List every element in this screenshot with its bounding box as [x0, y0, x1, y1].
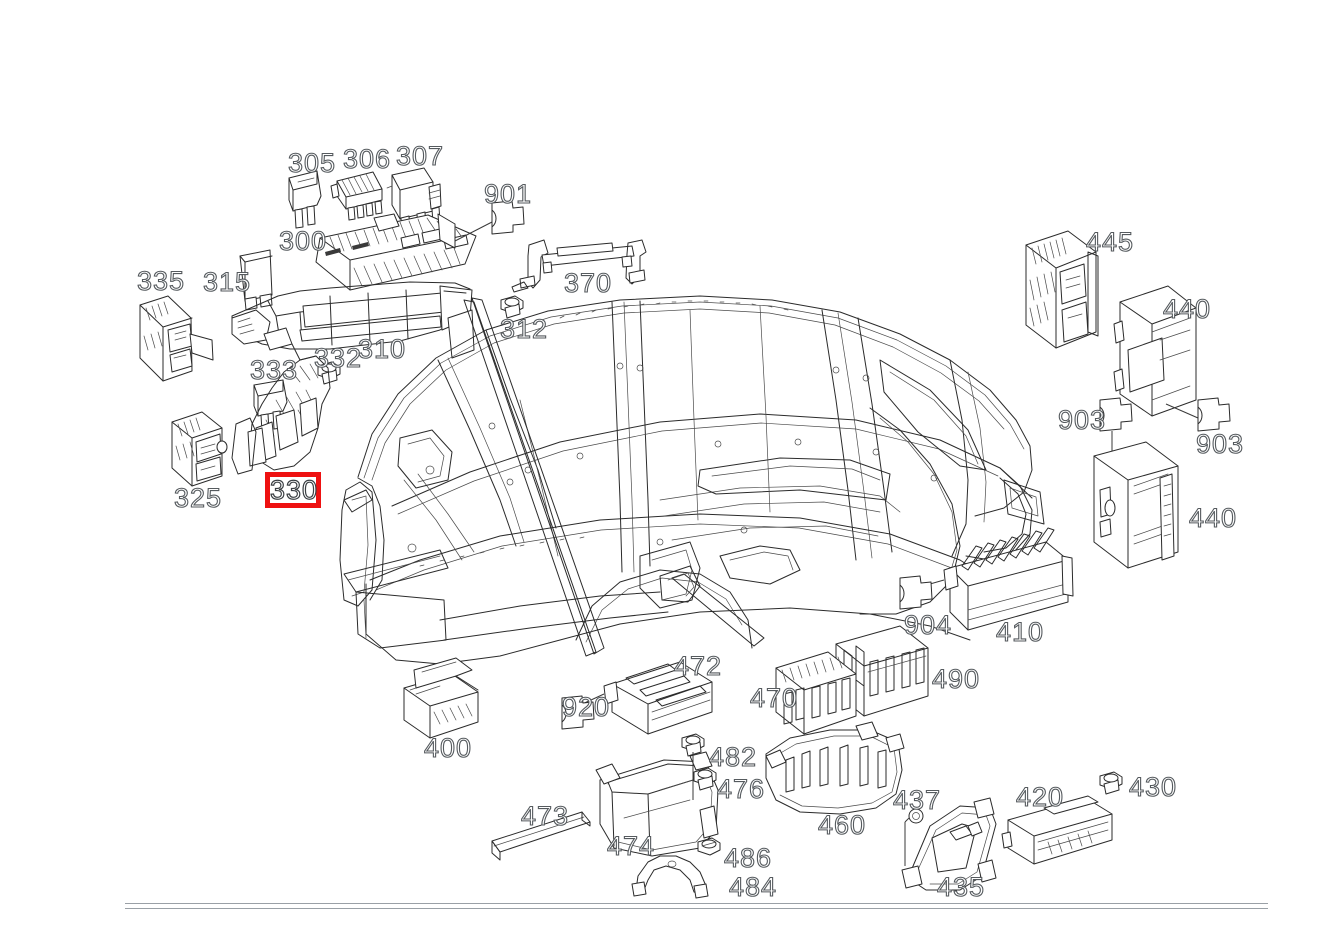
part-306-connector	[331, 172, 382, 220]
callout-410[interactable]: 410	[995, 617, 1045, 647]
callout-490[interactable]: 490	[931, 664, 981, 694]
part-473-rail	[492, 812, 590, 860]
part-430-nut	[1100, 772, 1122, 794]
callout-325[interactable]: 325	[173, 483, 223, 513]
callout-370[interactable]: 370	[563, 268, 613, 298]
callout-306[interactable]: 306	[342, 144, 392, 174]
part-400-module	[404, 658, 478, 738]
part-484-bracket	[632, 856, 708, 898]
callout-445[interactable]: 445	[1085, 227, 1135, 257]
callout-420[interactable]: 420	[1015, 782, 1065, 812]
highlight-box-330	[265, 472, 321, 508]
callout-312[interactable]: 312	[499, 314, 549, 344]
part-330-assembly	[232, 356, 330, 474]
callout-305[interactable]: 305	[287, 148, 337, 178]
callout-901[interactable]: 901	[483, 179, 533, 209]
callout-476[interactable]: 476	[716, 774, 766, 804]
part-332-nut	[318, 362, 340, 384]
callout-472[interactable]: 472	[673, 651, 723, 681]
part-312-nut	[501, 296, 523, 318]
callout-473[interactable]: 473	[520, 801, 570, 831]
callout-904[interactable]: 904	[903, 610, 953, 640]
part-490-cover	[836, 626, 928, 716]
callout-400[interactable]: 400	[423, 733, 473, 763]
callout-315[interactable]: 315	[202, 267, 252, 297]
part-445-board	[1026, 231, 1098, 348]
callout-333[interactable]: 333	[249, 355, 299, 385]
part-435-module	[902, 798, 996, 890]
part-370-crossmember	[512, 240, 646, 292]
callout-460[interactable]: 460	[817, 810, 867, 840]
callout-310[interactable]: 310	[357, 334, 407, 364]
part-440-top-ecu	[1114, 286, 1230, 431]
part-305-fuse	[289, 171, 321, 228]
callout-440-bottom[interactable]: 440	[1188, 503, 1238, 533]
part-300-fuse-board	[316, 214, 476, 290]
callout-920[interactable]: 920	[561, 692, 611, 722]
part-476-nut	[694, 768, 716, 790]
part-335-module	[140, 296, 213, 381]
callout-482[interactable]: 482	[708, 742, 758, 772]
part-482-nut	[682, 734, 704, 800]
part-325-module	[172, 412, 227, 486]
part-310-rail	[232, 282, 474, 360]
callout-307[interactable]: 307	[395, 141, 445, 171]
callout-437[interactable]: 437	[892, 785, 942, 815]
part-420-module	[1002, 796, 1112, 864]
part-486-nut	[698, 838, 720, 855]
callout-430[interactable]: 430	[1128, 772, 1178, 802]
part-437-screw	[905, 809, 923, 866]
part-410-heatsink	[900, 528, 1073, 630]
callout-330[interactable]: 330	[269, 475, 319, 505]
footer-divider	[125, 903, 1268, 909]
leader-901	[455, 201, 524, 241]
part-460-cover	[766, 722, 904, 814]
callout-484[interactable]: 484	[728, 872, 778, 902]
callout-332[interactable]: 332	[313, 343, 363, 373]
vehicle-body-shell	[340, 296, 1044, 664]
callout-470[interactable]: 470	[749, 683, 799, 713]
part-472-module	[562, 662, 712, 734]
part-470-fusebox	[776, 652, 856, 734]
callout-474[interactable]: 474	[606, 831, 656, 861]
callout-440-top[interactable]: 440	[1162, 294, 1212, 324]
part-440-bottom-ecu	[1094, 442, 1178, 568]
callout-903-left[interactable]: 903	[1057, 405, 1107, 435]
callout-903-right[interactable]: 903	[1195, 429, 1245, 459]
callout-486[interactable]: 486	[723, 843, 773, 873]
callout-435[interactable]: 435	[936, 872, 986, 902]
callout-335[interactable]: 335	[136, 266, 186, 296]
callout-300[interactable]: 300	[278, 226, 328, 256]
